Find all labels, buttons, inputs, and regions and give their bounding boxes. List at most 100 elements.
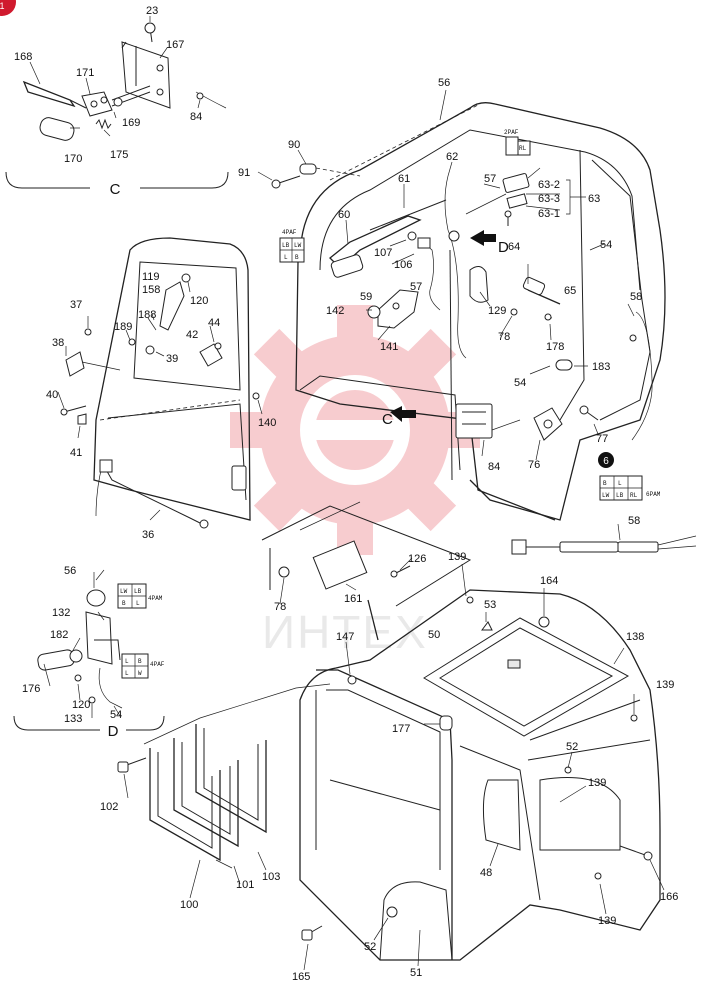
detail-d: 4PAM LW LB B L 4PAF L B L W D — [13, 572, 165, 740]
corner-badge-text: 1 — [0, 1, 5, 11]
part-label: 164 — [540, 575, 558, 587]
connector-cell: L — [125, 670, 129, 677]
connector-cell: LW — [120, 588, 128, 595]
part-label: 36 — [142, 529, 154, 541]
corner-badge: 1 — [0, 0, 16, 16]
part-label: 171 — [76, 67, 94, 79]
part-label: 139 — [588, 777, 606, 789]
callout-number: 6 — [603, 456, 609, 467]
connector-cell: L — [618, 480, 622, 487]
part-label: 41 — [70, 447, 82, 459]
part-label: 132 — [52, 607, 70, 619]
part-label: 76 — [528, 459, 540, 471]
part-label: 50 — [428, 629, 440, 641]
part-label: 189 — [114, 321, 132, 333]
part-label: 161 — [344, 593, 362, 605]
part-label: 63-1 — [538, 208, 560, 220]
connector-cell: B — [603, 480, 607, 487]
part-label: 48 — [480, 867, 492, 879]
part-label: 84 — [488, 461, 500, 473]
part-label: 188 — [138, 309, 156, 321]
connector-6pam: 6 B L LW LB RL 6PAM — [598, 452, 661, 501]
part-label: 65 — [564, 285, 576, 297]
part-label: 54 — [514, 377, 526, 389]
part-label: 51 — [410, 967, 422, 979]
connector-cell: RL — [630, 492, 638, 499]
part-label: 120 — [190, 295, 208, 307]
part-label: 147 — [336, 631, 354, 643]
part-label: 102 — [100, 801, 118, 813]
connector-cell: B — [138, 658, 142, 665]
part-label: 54 — [600, 239, 612, 251]
connector-cell: L — [284, 254, 288, 261]
part-label: 140 — [258, 417, 276, 429]
connector-cell: L — [125, 658, 129, 665]
part-label: 106 — [394, 259, 412, 271]
part-label: 90 — [288, 139, 300, 151]
connector-cell: B — [122, 600, 126, 607]
part-label: 78 — [274, 601, 286, 613]
watermark-text: ИНТЕХ — [262, 606, 428, 658]
part-label: 176 — [22, 683, 40, 695]
part-label: 120 — [72, 699, 90, 711]
connector-cell: LW — [602, 492, 610, 499]
part-label: 52 — [566, 741, 578, 753]
part-label: 133 — [64, 713, 82, 725]
part-label: 170 — [64, 153, 82, 165]
connector-cell: B — [295, 254, 299, 261]
connector-cell: L — [136, 600, 140, 607]
part-label: 37 — [70, 299, 82, 311]
connector-tag: 4PAF — [282, 229, 297, 236]
part-label: 58 — [630, 291, 642, 303]
part-label: 62 — [446, 151, 458, 163]
wire-harness-58 — [511, 535, 697, 555]
connector-tag: 6PAM — [646, 491, 661, 498]
part-label: 63-3 — [538, 193, 560, 205]
connector-cell: RL — [519, 145, 527, 152]
section-label-d: D — [108, 723, 119, 740]
watermark-gear-icon — [230, 305, 480, 555]
part-label: 91 — [238, 167, 250, 179]
connector-4paf-upper: 4PAF LB LW L B — [279, 229, 305, 263]
part-label: 77 — [596, 433, 608, 445]
part-label: 107 — [374, 247, 392, 259]
connector-cell: LB — [616, 492, 624, 499]
part-label: 63 — [588, 193, 600, 205]
part-label: 168 — [14, 51, 32, 63]
part-label: 139 — [656, 679, 674, 691]
part-label: 100 — [180, 899, 198, 911]
connector-cell: LW — [294, 242, 302, 249]
part-label: 64 — [508, 241, 520, 253]
part-label: 61 — [398, 173, 410, 185]
part-labels: 23 167 168 171 169 84 170 175 56 90 91 6… — [14, 5, 678, 983]
part-label: 40 — [46, 389, 58, 401]
part-label: 57 — [484, 173, 496, 185]
upper-cab-assembly — [271, 102, 666, 521]
part-label: 158 — [142, 284, 160, 296]
part-label: 126 — [408, 553, 426, 565]
connector-2paf: 2PAF RL — [504, 129, 531, 156]
part-label: 183 — [592, 361, 610, 373]
part-label: 139 — [598, 915, 616, 927]
part-label: 138 — [626, 631, 644, 643]
part-label: 53 — [484, 599, 496, 611]
part-label: 141 — [380, 341, 398, 353]
pointer-d-label: D — [498, 239, 509, 256]
part-label: 169 — [122, 117, 140, 129]
connector-cell: W — [138, 670, 142, 677]
part-label: 142 — [326, 305, 344, 317]
connector-tag: 2PAF — [504, 129, 519, 136]
part-label: 42 — [186, 329, 198, 341]
window-guard-set — [117, 683, 331, 869]
part-label: 178 — [546, 341, 564, 353]
part-label: 175 — [110, 149, 128, 161]
part-label: 139 — [448, 551, 466, 563]
part-label: 103 — [262, 871, 280, 883]
lower-cab-assembly — [261, 501, 661, 961]
part-label: 59 — [360, 291, 372, 303]
part-label: 177 — [392, 723, 410, 735]
part-label: 119 — [142, 271, 160, 283]
connector-cell: LB — [134, 588, 142, 595]
part-label: 165 — [292, 971, 310, 983]
